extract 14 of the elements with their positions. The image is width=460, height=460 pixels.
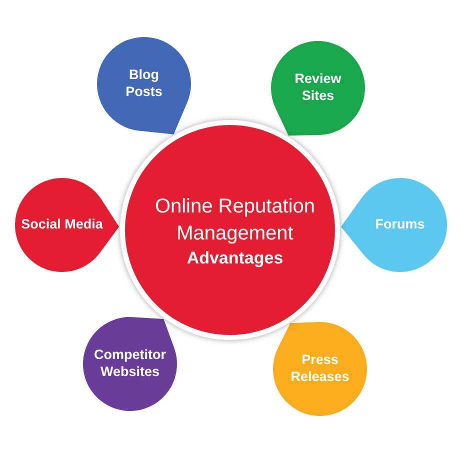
petal-shape bbox=[15, 178, 120, 272]
petal-label: Review Sites bbox=[294, 71, 342, 105]
center-subtitle: Advantages bbox=[186, 248, 284, 270]
petal-label: Competitor Websites bbox=[93, 347, 167, 381]
petal-label: Press Releases bbox=[290, 352, 350, 386]
petal-label: Forums bbox=[374, 216, 426, 234]
petal-shape bbox=[271, 41, 365, 136]
petal-shape bbox=[273, 322, 367, 416]
petal-label: Blog Posts bbox=[124, 67, 164, 101]
center-title: Online Reputation Management bbox=[154, 194, 316, 247]
petal-shape bbox=[340, 178, 447, 272]
petal-label: Social Media bbox=[20, 216, 104, 234]
petal-shape bbox=[97, 37, 191, 134]
petal-shape bbox=[83, 317, 177, 411]
